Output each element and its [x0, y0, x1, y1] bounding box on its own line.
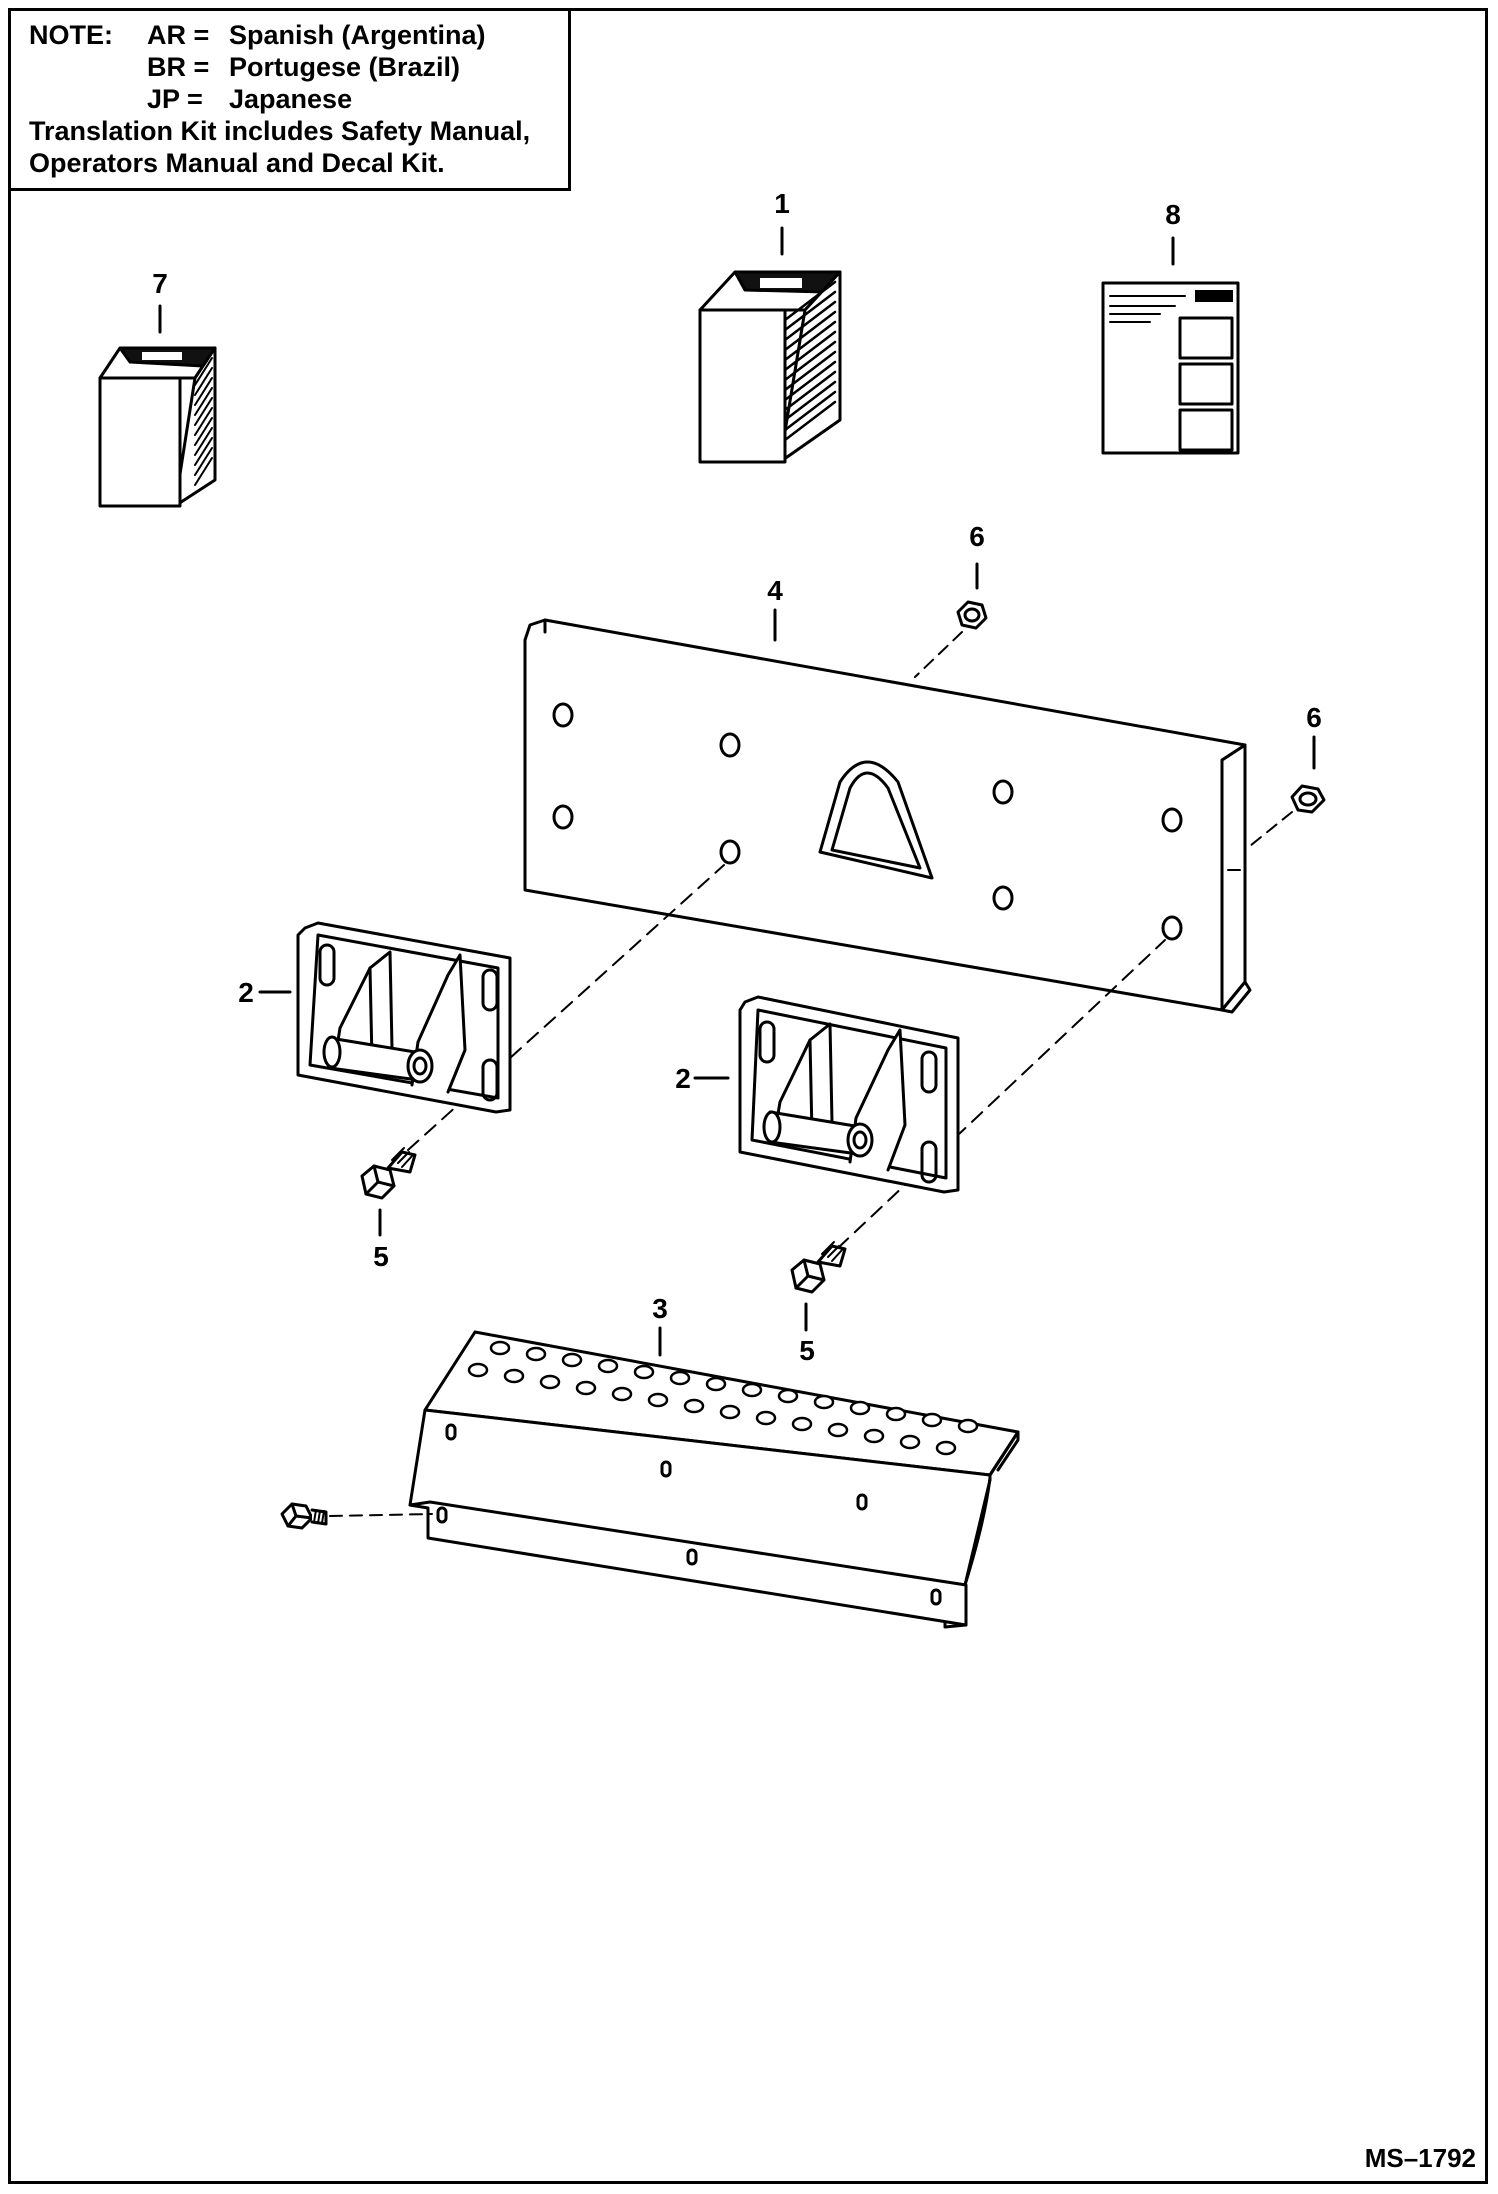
- perforation-holes: [467, 1340, 979, 1456]
- hex-bolt-left: [360, 1147, 417, 1200]
- note-kit-line-2: Operators Manual and Decal Kit.: [29, 148, 445, 178]
- callout-2: 2: [675, 1063, 691, 1094]
- callout-3: 3: [652, 1293, 668, 1324]
- mounting-plate: [523, 618, 1252, 1014]
- translation-kit-box-small: [98, 346, 217, 508]
- note-row-br: BR = Portugese (Brazil): [29, 51, 568, 83]
- note-row-jp: JP = Japanese: [29, 83, 568, 115]
- callout-8: 8: [1165, 199, 1181, 230]
- hex-bolt-step: [280, 1502, 328, 1530]
- page-border: [8, 8, 1488, 2184]
- dashed-assembly-line: [329, 1513, 433, 1517]
- dashed-assembly-line: [837, 939, 1166, 1249]
- note-kit-line-1: Translation Kit includes Safety Manual,: [29, 116, 531, 146]
- callout-6: 6: [1306, 702, 1322, 733]
- flange-nut-upper: [956, 600, 988, 630]
- flange-nut-right: [1290, 784, 1326, 814]
- note-label: NOTE:: [29, 20, 113, 50]
- note-language: Japanese: [229, 84, 353, 114]
- dashed-assembly-line: [914, 631, 963, 678]
- manual-box-large: [698, 270, 842, 464]
- hex-bolt-right: [790, 1241, 847, 1294]
- callout-1: 1: [774, 188, 790, 219]
- note-code: AR =: [147, 20, 210, 50]
- note-code: JP =: [147, 84, 203, 114]
- mounting-bracket-right: [738, 995, 960, 1194]
- decal-sheet: [1101, 281, 1240, 455]
- callout-7: 7: [152, 268, 168, 299]
- dashed-assembly-line: [1244, 811, 1293, 851]
- callout-5: 5: [373, 1241, 389, 1272]
- note-language: Spanish (Argentina): [229, 20, 486, 50]
- translation-note-box: NOTE: AR = Spanish (Argentina) BR = Port…: [11, 11, 571, 191]
- mounting-bracket-left: [296, 921, 512, 1114]
- perforated-step-plate: [408, 1330, 1020, 1629]
- figure-code: MS–1792: [1364, 2143, 1476, 2173]
- callout-5: 5: [799, 1335, 815, 1366]
- callout-2: 2: [238, 977, 254, 1008]
- note-language: Portugese (Brazil): [229, 52, 461, 82]
- note-row-ar: NOTE: AR = Spanish (Argentina): [29, 19, 568, 51]
- callout-6: 6: [969, 521, 985, 552]
- note-code: BR =: [147, 52, 210, 82]
- callout-4: 4: [767, 575, 783, 606]
